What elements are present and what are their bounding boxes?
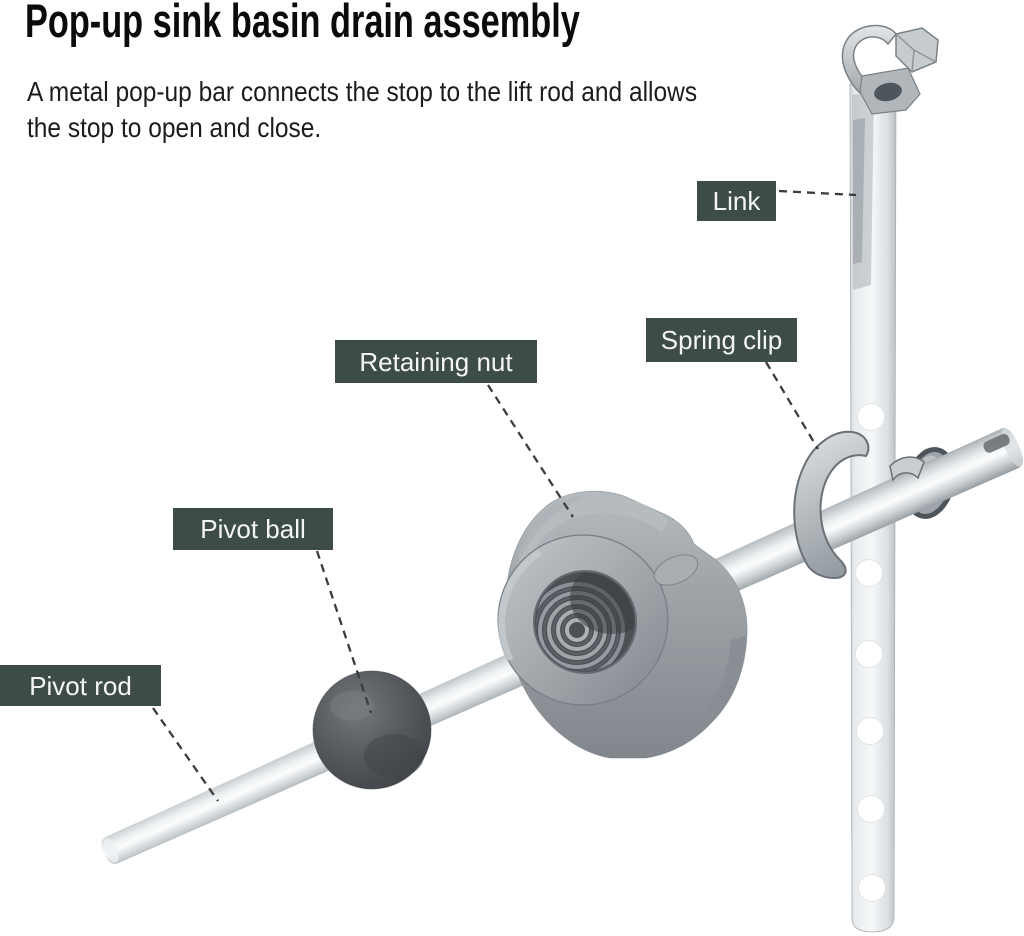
rod-tip-slot <box>983 433 1010 453</box>
ball-shade <box>364 734 424 778</box>
callout-pivot-rod: Pivot rod <box>0 665 161 706</box>
callout-retaining-nut: Retaining nut <box>335 340 537 383</box>
nut-wing-shade <box>700 636 746 724</box>
retaining-nut-part <box>497 490 748 759</box>
nut-rod-collar <box>653 554 699 586</box>
strap-hole <box>855 640 883 668</box>
screw-head <box>895 27 939 73</box>
spring-clip-right-end <box>889 456 925 482</box>
ball-highlight <box>330 691 374 721</box>
leader-link <box>778 189 857 197</box>
leader-retaining-nut <box>487 384 574 518</box>
strap-holes <box>855 403 886 902</box>
screw-head-facets <box>895 33 937 73</box>
nut-top-face <box>520 496 668 565</box>
callout-link: Link <box>697 181 776 221</box>
leader-lines <box>152 189 857 802</box>
description-line-2: the stop to open and close. <box>27 112 322 143</box>
clevis-screw <box>841 24 939 115</box>
page-title: Pop-up sink basin drain assembly <box>25 0 580 47</box>
strap-hole <box>856 717 884 745</box>
clevis-bracket-hole <box>874 82 902 102</box>
strap-hole <box>857 795 885 823</box>
strap-hole <box>857 403 885 431</box>
strap-bend-shading-dark <box>853 118 865 264</box>
nut-ring-highlight <box>498 549 542 662</box>
nut-hole-rim <box>533 570 637 674</box>
leader-pivot-ball <box>315 550 373 714</box>
leader-spring-clip <box>765 361 819 450</box>
strap-hole <box>858 874 886 902</box>
leader-pivot-rod <box>152 707 219 802</box>
description-line-1: A metal pop-up bar connects the stop to … <box>27 76 698 107</box>
callout-pivot-ball: Pivot ball <box>173 508 333 550</box>
pivot-ball-part <box>312 670 432 790</box>
strap-hole <box>855 559 883 587</box>
rod-left-tip <box>103 838 119 863</box>
callout-spring-clip: Spring clip <box>646 318 797 362</box>
spring-clip-part <box>793 430 925 580</box>
